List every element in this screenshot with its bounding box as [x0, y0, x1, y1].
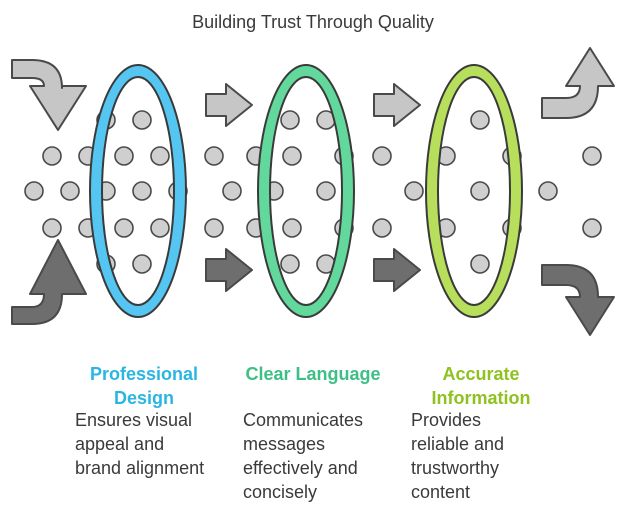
particle-dot: [150, 146, 170, 166]
stage-description-clear-language: Communicates messages effectively and co…: [243, 410, 364, 502]
between-arrows: [205, 83, 421, 292]
filter-ring-2: [257, 64, 355, 318]
arrow-right-2-bottom-icon: [373, 248, 421, 292]
particle-dot: [114, 218, 134, 238]
arrow-right-1-top-icon: [205, 83, 253, 127]
particle-dot: [280, 110, 300, 130]
particle-dot: [470, 181, 490, 201]
particle-dot: [316, 181, 336, 201]
incoming-arrows: [11, 59, 87, 325]
stage-description-accurate-information: Provides reliable and trustworthy conten…: [411, 410, 505, 502]
particle-dot: [280, 254, 300, 274]
filter-rings: [89, 64, 523, 318]
particle-dot: [582, 146, 602, 166]
particle-dot: [470, 110, 490, 130]
particle-dot: [372, 146, 392, 166]
curved-arrow-in-bottom-icon: [11, 239, 87, 325]
diagram-title: Building Trust Through Quality: [192, 12, 434, 32]
stage-description-professional-design: Ensures visual appeal and brand alignmen…: [75, 410, 205, 478]
particle-dot: [60, 181, 80, 201]
particle-dot: [470, 254, 490, 274]
curved-arrow-out-top-icon: [541, 47, 615, 119]
arrow-right-2-top-icon: [373, 83, 421, 127]
particle-dot: [132, 110, 152, 130]
particle-dot: [204, 146, 224, 166]
particle-dot: [132, 254, 152, 274]
curved-arrow-in-top-icon: [11, 59, 87, 131]
particle-dot: [204, 218, 224, 238]
particle-dot: [282, 146, 302, 166]
particle-dot: [582, 218, 602, 238]
filter-ring-3: [425, 64, 523, 318]
filter-ring-1: [89, 64, 187, 318]
particle-dot: [222, 181, 242, 201]
particle-dot: [132, 181, 152, 201]
stage-label-professional-design: Professional Design: [89, 364, 199, 408]
curved-arrow-out-bottom-icon: [541, 264, 615, 336]
particle-dot: [372, 218, 392, 238]
stage-label-accurate-information: Accurate Information: [431, 364, 531, 408]
outgoing-arrows: [541, 47, 615, 336]
particle-dot: [404, 181, 424, 201]
particle-dot: [42, 146, 62, 166]
particle-dot: [538, 181, 558, 201]
arrow-right-1-bottom-icon: [205, 248, 253, 292]
particle-dot: [282, 218, 302, 238]
stage-label-clear-language: Clear Language: [245, 364, 381, 384]
particle-dot: [150, 218, 170, 238]
particle-dot: [42, 218, 62, 238]
particle-dot: [24, 181, 44, 201]
particle-dot: [114, 146, 134, 166]
